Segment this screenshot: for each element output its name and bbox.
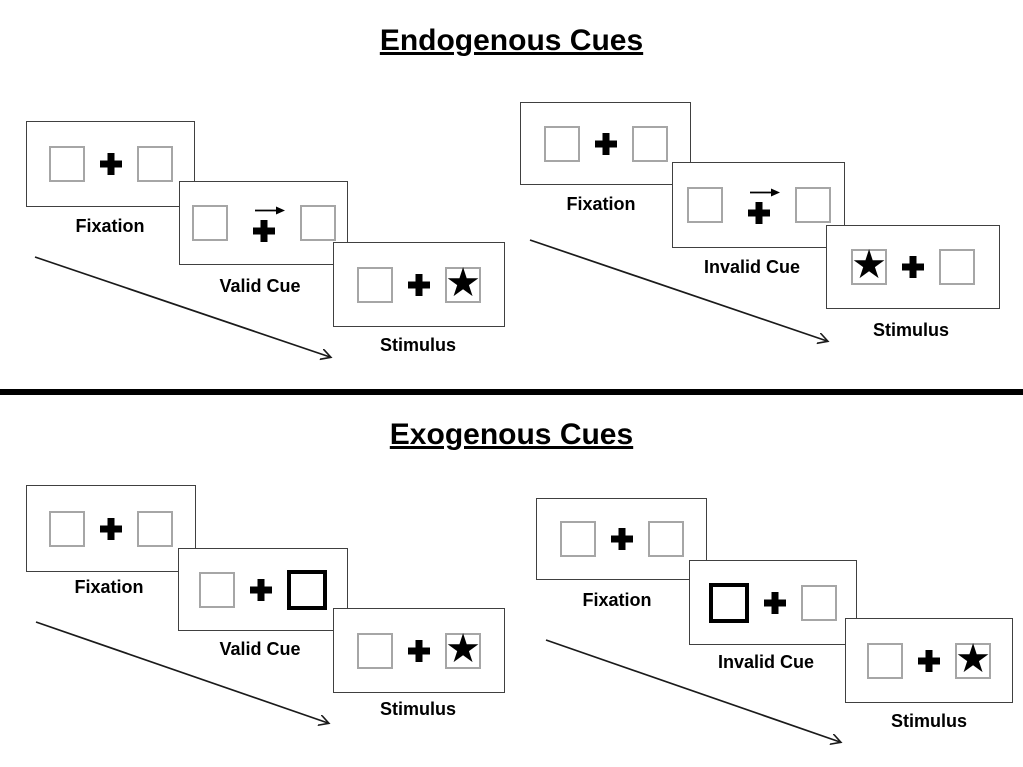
- section-title-endogenous: Endogenous Cues: [379, 24, 644, 57]
- placeholder-square-right: [647, 521, 684, 557]
- placeholder-square-left: [686, 187, 723, 223]
- placeholder-square-right: [939, 249, 975, 285]
- cue-arrow-right-icon: [749, 188, 780, 196]
- frame-label-valid-cue: Valid Cue: [219, 639, 301, 659]
- placeholder-square-left: [543, 125, 580, 162]
- target-square-right: ★: [445, 263, 481, 303]
- frame-label-stimulus: Stimulus: [379, 699, 456, 719]
- section-divider: [0, 389, 1023, 395]
- fixation-cross-icon: [594, 132, 617, 155]
- frame-label-fixation: Fixation: [582, 590, 652, 610]
- placeholder-square-left: [48, 146, 85, 182]
- endogenous-invalid-cue-screen: [672, 162, 845, 248]
- timeline-arrow-endogenous-valid: [34, 256, 330, 357]
- exogenous-valid-stimulus-screen: ★: [333, 608, 505, 693]
- highlighted-cue-square-right: [287, 569, 327, 610]
- central-cue-stack: [738, 187, 780, 224]
- target-square-left: ★: [851, 245, 887, 285]
- placeholder-square-left: [357, 266, 393, 303]
- frame-label-stimulus: Stimulus: [890, 711, 967, 731]
- fixation-cross-icon: [408, 273, 430, 296]
- fixation-cross-icon: [610, 528, 633, 550]
- exogenous-valid-cue-screen: [178, 548, 348, 631]
- placeholder-square-right: [631, 125, 668, 162]
- fixation-cross-icon: [250, 578, 272, 601]
- endogenous-valid-fixation-screen: [26, 121, 195, 207]
- timeline-arrow-endogenous-invalid: [529, 239, 827, 341]
- star-target-icon: ★: [851, 242, 887, 288]
- endogenous-valid-cue-screen: [179, 181, 348, 265]
- placeholder-square-right: [136, 146, 173, 182]
- placeholder-square-right: [801, 584, 837, 621]
- star-target-icon: ★: [445, 625, 481, 672]
- placeholder-square-right: [137, 510, 173, 547]
- fixation-cross-icon: [408, 639, 430, 662]
- placeholder-square-right: [299, 205, 336, 241]
- endogenous-valid-stimulus-screen: ★: [333, 242, 505, 327]
- fixation-cross-icon: [918, 649, 940, 672]
- endogenous-invalid-stimulus-screen: ★: [826, 225, 1000, 309]
- exogenous-valid-fixation-screen: [26, 485, 196, 572]
- exogenous-invalid-fixation-screen: [536, 498, 707, 580]
- placeholder-square-left: [191, 205, 228, 241]
- placeholder-square-left: [49, 510, 85, 547]
- fixation-cross-icon: [902, 256, 924, 278]
- star-target-icon: ★: [955, 635, 991, 682]
- placeholder-square-left: [357, 632, 393, 669]
- endogenous-invalid-fixation-screen: [520, 102, 691, 185]
- target-square-right: ★: [955, 639, 991, 679]
- placeholder-square-left: [867, 642, 903, 679]
- placeholder-square-left: [199, 571, 235, 608]
- central-cue-stack: [243, 205, 285, 242]
- timeline-arrow-exogenous-valid: [35, 621, 328, 723]
- cue-arrow-right-icon: [254, 206, 285, 214]
- exogenous-invalid-cue-screen: [689, 560, 857, 645]
- frame-label-stimulus: Stimulus: [872, 320, 949, 340]
- fixation-cross-icon: [764, 591, 786, 614]
- frame-label-stimulus: Stimulus: [379, 335, 456, 355]
- placeholder-square-left: [559, 521, 596, 557]
- placeholder-square-right: [794, 187, 831, 223]
- frame-label-valid-cue: Valid Cue: [219, 276, 301, 296]
- frame-label-invalid-cue: Invalid Cue: [703, 257, 801, 277]
- frame-label-fixation: Fixation: [74, 577, 144, 597]
- frame-label-fixation: Fixation: [566, 194, 636, 214]
- highlighted-cue-square-left: [709, 582, 749, 623]
- exogenous-invalid-stimulus-screen: ★: [845, 618, 1013, 703]
- section-title-exogenous: Exogenous Cues: [389, 418, 634, 451]
- fixation-cross-icon: [252, 219, 275, 242]
- frame-label-invalid-cue: Invalid Cue: [717, 652, 815, 672]
- fixation-cross-icon: [99, 153, 122, 175]
- target-square-right: ★: [445, 629, 481, 669]
- frame-label-fixation: Fixation: [75, 216, 145, 236]
- fixation-cross-icon: [747, 201, 770, 224]
- star-target-icon: ★: [445, 259, 481, 306]
- fixation-cross-icon: [100, 517, 122, 540]
